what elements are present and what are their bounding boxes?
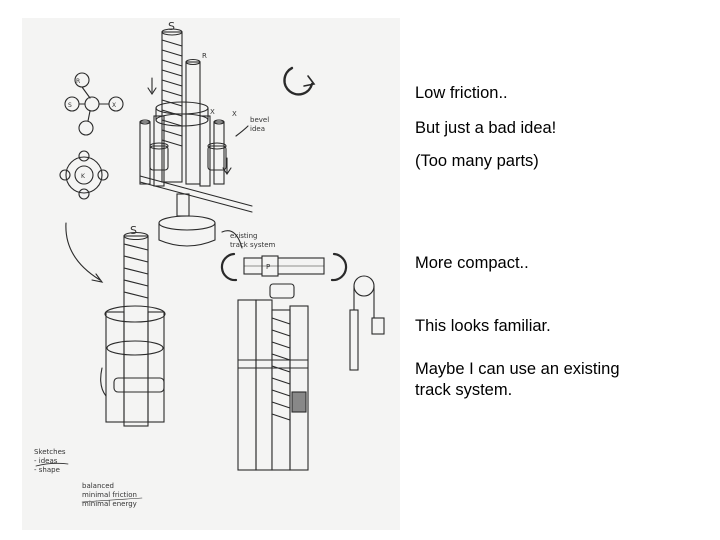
note-low-friction: Low friction.. — [415, 84, 508, 102]
note-too-many-parts: (Too many parts) — [415, 152, 539, 170]
node-label-x: X — [112, 102, 116, 109]
node-label-k: K — [81, 173, 86, 180]
node-diagram-top — [64, 72, 124, 136]
track-system — [220, 230, 348, 282]
node-label-s: R — [76, 78, 80, 85]
pulley-rail — [349, 275, 385, 371]
label-r-small: R — [202, 52, 207, 60]
lower-right-tower — [237, 283, 309, 471]
side-note: Sketches- ideas- shape — [34, 448, 66, 474]
note-bad-idea: But just a bad idea! — [415, 119, 557, 137]
label-x-small1: X — [210, 108, 215, 116]
note-existing-track: Maybe I can use an existing track system… — [415, 360, 620, 399]
note-looks-familiar: This looks familiar. — [415, 317, 551, 335]
note-more-compact: More compact.. — [415, 254, 529, 272]
node-label-s2: S — [68, 102, 72, 109]
node-diagram-bottom — [59, 150, 109, 200]
node-label-p: P — [266, 263, 270, 271]
label-s-top: S — [168, 20, 175, 33]
lower-left-tower — [100, 231, 166, 427]
label-s-mid: S — [130, 224, 137, 237]
label-x-small2: X — [232, 110, 237, 118]
upper-column-assembly — [139, 28, 253, 247]
